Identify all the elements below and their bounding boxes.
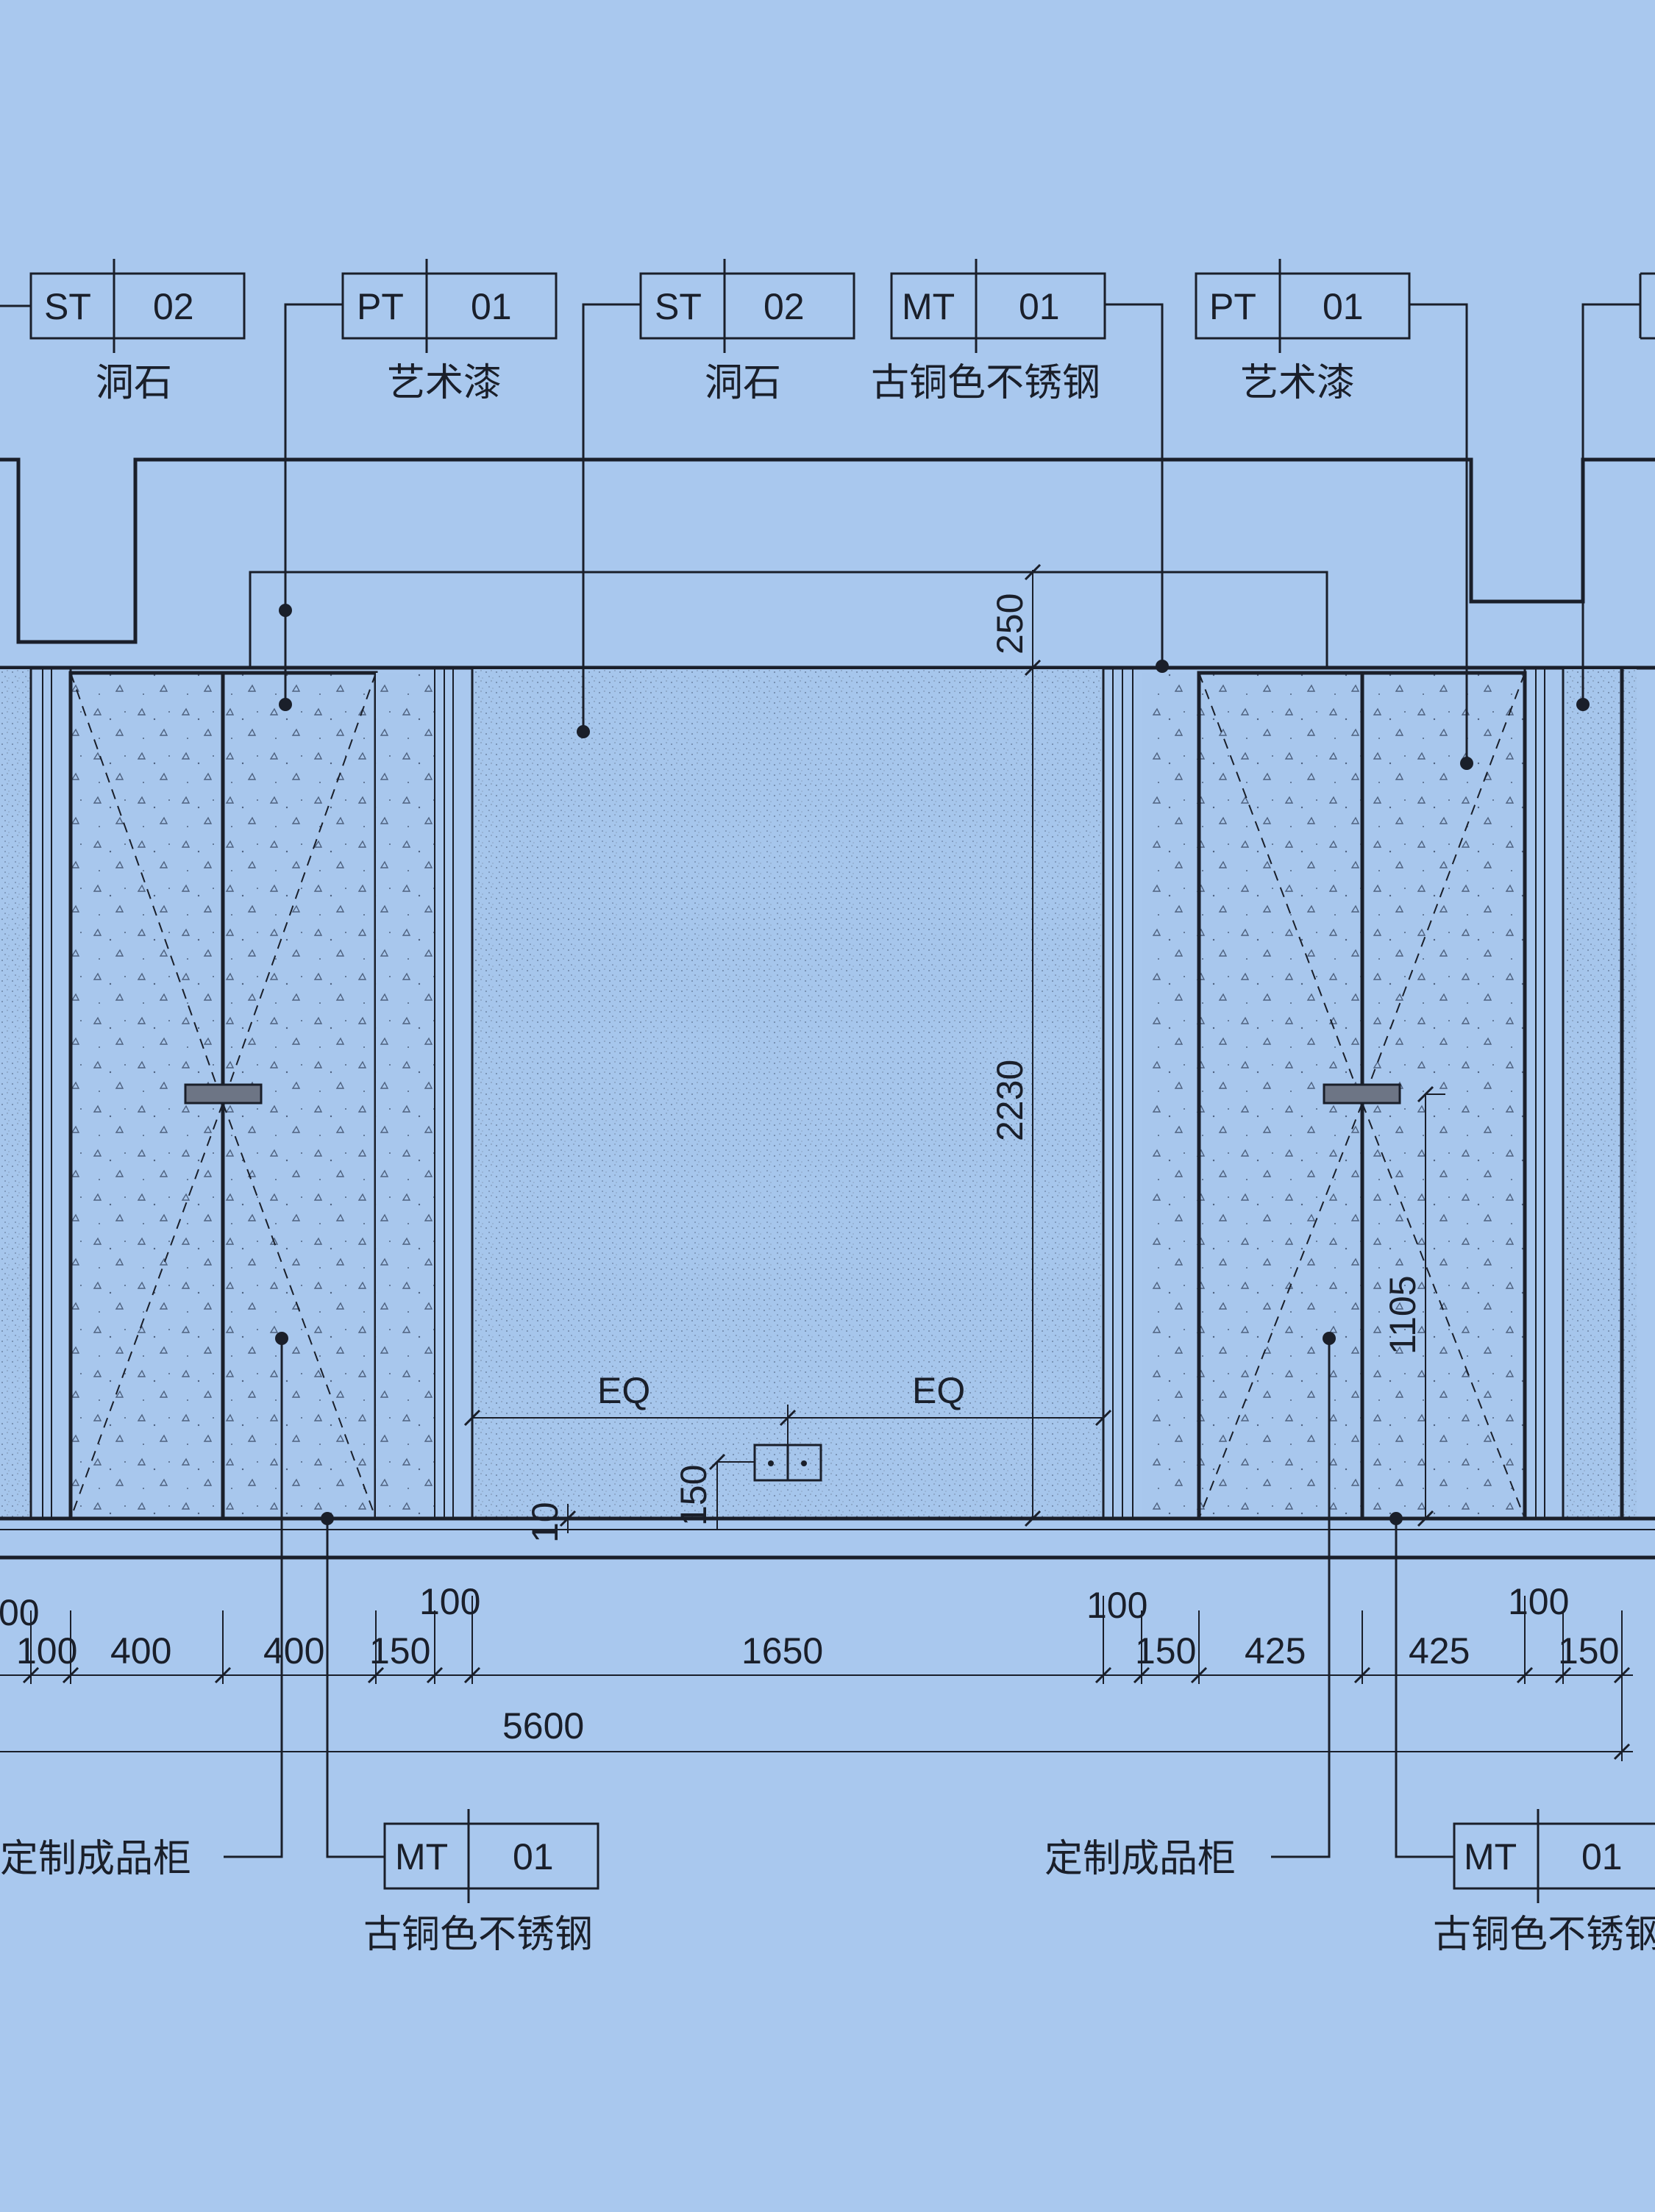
dim-socket-height: 150 xyxy=(673,1453,755,1530)
svg-text:425: 425 xyxy=(1409,1630,1470,1672)
right-stone-strip xyxy=(1142,673,1199,1519)
dim-skirting-gap: 10 xyxy=(524,1502,577,1543)
svg-text:2230: 2230 xyxy=(989,1060,1031,1141)
left-stone-strip xyxy=(376,673,435,1519)
svg-text:5600: 5600 xyxy=(502,1705,584,1747)
dim-head-height: 250 xyxy=(989,563,1042,677)
tag-pt01-left: PT 01 艺术漆 xyxy=(284,259,558,704)
svg-text:定制成品柜: 定制成品柜 xyxy=(1044,1838,1236,1880)
svg-text:定制成品柜: 定制成品柜 xyxy=(0,1838,191,1880)
stone-center-panel xyxy=(472,669,1103,1519)
svg-text:01: 01 xyxy=(1019,286,1060,327)
svg-text:01: 01 xyxy=(1581,1836,1623,1877)
svg-text:艺术漆: 艺术漆 xyxy=(1240,362,1355,404)
callout-cabinet-left: 定制成品柜 xyxy=(0,1338,283,1880)
dim-handle-height: 1105 xyxy=(1382,1085,1445,1527)
svg-text:1105: 1105 xyxy=(1382,1275,1423,1355)
svg-text:EQ: EQ xyxy=(912,1370,965,1411)
dim-eq: EQ EQ xyxy=(463,1370,1112,1445)
right-door-swing-4 xyxy=(1362,1102,1526,1519)
left-door-handle xyxy=(184,1083,263,1105)
svg-text:01: 01 xyxy=(513,1836,554,1877)
tag-mt01-bottom-left: MT 01 古铜色不锈钢 xyxy=(326,1519,599,1956)
svg-text:100: 100 xyxy=(1086,1585,1147,1626)
svg-text:PT: PT xyxy=(1209,286,1256,327)
tag-mt01-bottom-right: MT 01 古铜色不锈钢 xyxy=(1395,1519,1655,1956)
right-door-swing-1 xyxy=(1198,672,1363,1104)
svg-text:425: 425 xyxy=(1245,1630,1306,1672)
tag-partial-right-edge xyxy=(1581,272,1655,704)
dim-total: 5600 xyxy=(0,1705,1633,1760)
svg-text:01: 01 xyxy=(471,286,512,327)
svg-text:MT: MT xyxy=(1464,1836,1517,1877)
svg-text:艺术漆: 艺术漆 xyxy=(387,362,502,404)
svg-text:洞石: 洞石 xyxy=(705,362,781,404)
left-trim-lines xyxy=(29,669,474,1519)
ceiling-profile xyxy=(0,457,1655,644)
dim-chain-lower: 00 100 100 100 100 400 400 150 1650 150 … xyxy=(0,1581,1633,1761)
svg-text:古铜色不锈钢: 古铜色不锈钢 xyxy=(363,1913,593,1956)
svg-text:02: 02 xyxy=(153,286,194,327)
svg-text:100: 100 xyxy=(1508,1581,1569,1622)
svg-text:洞石: 洞石 xyxy=(96,362,172,404)
svg-text:150: 150 xyxy=(369,1630,430,1672)
dim-chain-extension-lines xyxy=(30,1596,1623,1761)
left-door-swing-3 xyxy=(222,672,377,1104)
svg-text:MT: MT xyxy=(902,286,955,327)
right-door-swing-2 xyxy=(1198,1102,1363,1519)
dim-opening-height: 2230 xyxy=(989,669,1042,1527)
svg-text:古铜色不锈钢: 古铜色不锈钢 xyxy=(871,362,1100,404)
svg-text:100: 100 xyxy=(16,1630,77,1672)
tag-st02-left: ST 02 洞石 xyxy=(0,259,246,404)
svg-text:MT: MT xyxy=(395,1836,448,1877)
bulkhead xyxy=(249,571,1328,668)
svg-text:150: 150 xyxy=(1135,1630,1196,1672)
stone-left-edge xyxy=(0,669,31,1519)
svg-text:古铜色不锈钢: 古铜色不锈钢 xyxy=(1433,1913,1655,1956)
svg-text:EQ: EQ xyxy=(597,1370,650,1411)
tag-pt01-right: PT 01 艺术漆 xyxy=(1195,259,1468,763)
stone-right-edge xyxy=(1563,669,1637,1519)
tag-mt01-top: MT 01 古铜色不锈钢 xyxy=(871,259,1164,666)
svg-text:01: 01 xyxy=(1323,286,1364,327)
svg-text:250: 250 xyxy=(989,593,1031,654)
left-door-swing-1 xyxy=(70,672,224,1104)
left-door-swing-4 xyxy=(222,1102,377,1519)
left-door-swing-2 xyxy=(70,1102,224,1519)
svg-text:02: 02 xyxy=(764,286,805,327)
svg-text:150: 150 xyxy=(1558,1630,1619,1672)
right-trim-lines xyxy=(1102,669,1624,1519)
callout-cabinet-right: 定制成品柜 xyxy=(1044,1338,1331,1880)
tag-st02-center: ST 02 洞石 xyxy=(582,259,855,732)
svg-text:00: 00 xyxy=(0,1592,40,1633)
right-door-swing-3 xyxy=(1362,672,1526,1104)
svg-text:ST: ST xyxy=(655,286,702,327)
svg-text:1650: 1650 xyxy=(741,1630,823,1672)
svg-text:PT: PT xyxy=(357,286,404,327)
svg-text:400: 400 xyxy=(110,1630,171,1672)
svg-text:400: 400 xyxy=(263,1630,324,1672)
svg-text:ST: ST xyxy=(44,286,91,327)
svg-text:150: 150 xyxy=(673,1465,714,1526)
right-door-handle xyxy=(1323,1083,1401,1105)
svg-text:100: 100 xyxy=(419,1581,480,1622)
svg-text:10: 10 xyxy=(524,1502,566,1543)
